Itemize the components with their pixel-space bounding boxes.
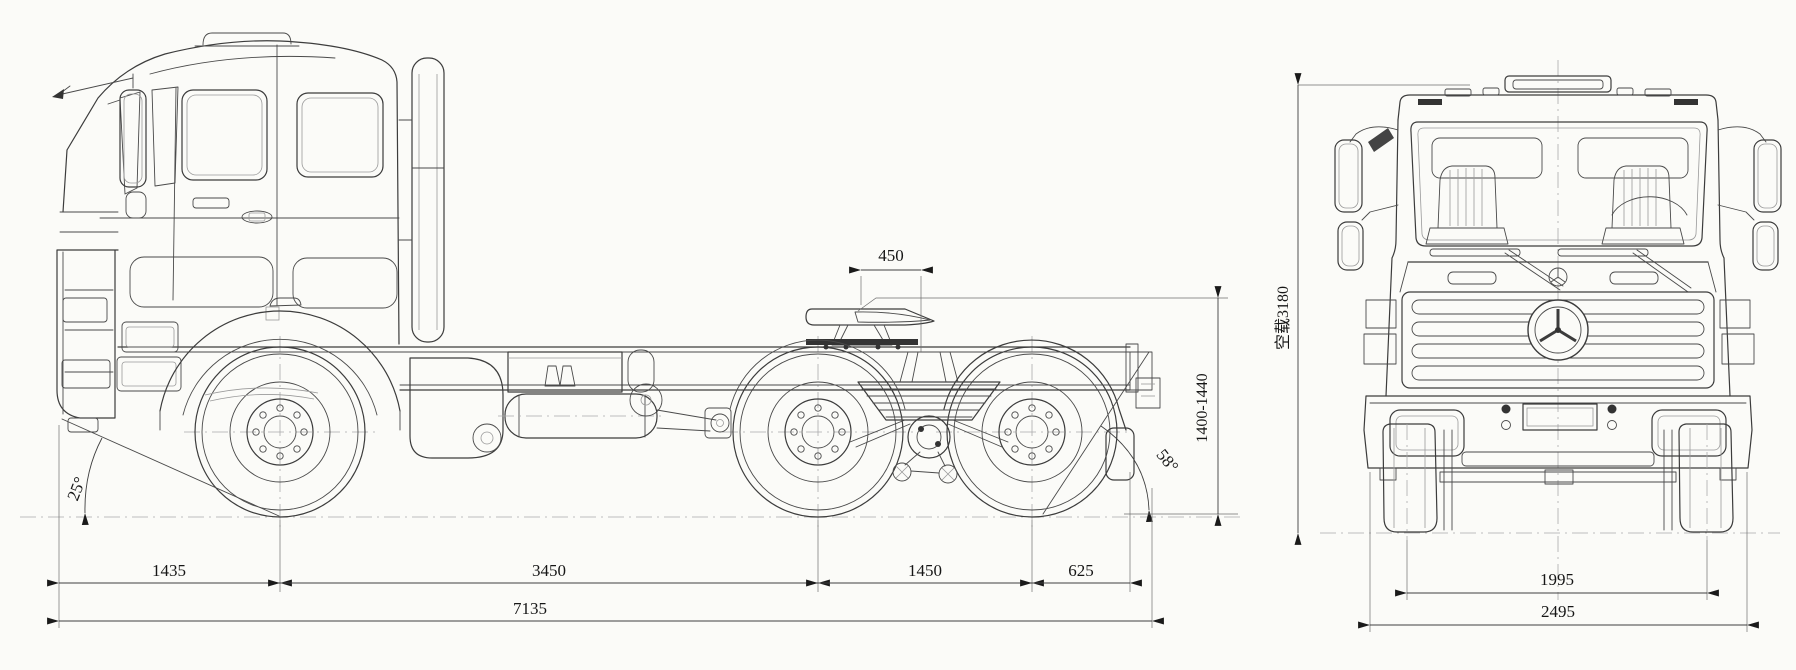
battery-box [507, 351, 623, 393]
cab-left-edge [1385, 119, 1399, 397]
dim-unladen-height-label: 空载3180 [1274, 286, 1292, 350]
dim-tandem-spacing-label: 1450 [908, 561, 942, 580]
rear-wheel-1 [721, 335, 915, 529]
grille [1401, 291, 1715, 389]
side-bottom-dims: 1435 3450 1450 625 7135 [47, 425, 1164, 628]
mirror-right [1717, 126, 1782, 271]
star-emblem [1539, 309, 1577, 343]
license-plate [1522, 403, 1598, 431]
exhaust-stack [398, 57, 445, 343]
dim-track-width-label: 1995 [1540, 570, 1574, 589]
dim-front-overhang-label: 1435 [152, 561, 186, 580]
departure-angle-label: 58° [1153, 445, 1183, 475]
front-bumper-front [1363, 395, 1753, 485]
dim-1400-1440-label: 1400-1440 [1194, 373, 1211, 442]
side-steps [1363, 299, 1755, 365]
dim-wheelbase-label: 3450 [532, 561, 566, 580]
rear-wheel-2 [935, 335, 1129, 529]
dim-450-label: 450 [878, 246, 904, 265]
front-roof [1397, 75, 1719, 121]
dim-height: 空载3180 [1274, 73, 1470, 545]
fog-lamp-left [1389, 409, 1465, 457]
fifth-wheel [805, 308, 935, 350]
departure-angle: 58° [1042, 351, 1183, 523]
steering-wheel [1611, 196, 1688, 216]
front-panel [1399, 261, 1717, 293]
fog-lamp-right [1651, 409, 1727, 457]
cab-side [62, 32, 400, 345]
mirror-left [1334, 126, 1399, 271]
wide-angle-mirror [1368, 128, 1394, 152]
front-tires [1382, 423, 1734, 540]
approach-angle-label: 25° [63, 474, 89, 503]
front-fender [159, 297, 401, 431]
front-view: 空载3180 1995 2495 [1274, 60, 1782, 632]
dim-rear-overhang-label: 625 [1068, 561, 1094, 580]
dim-overall-length-label: 7135 [513, 599, 547, 618]
dim-fifth-wheel-height: 1400-1440 [857, 286, 1238, 526]
cowl-wipers [1407, 248, 1709, 293]
chassis-frame [117, 343, 1153, 393]
chassis-equipment [204, 349, 732, 459]
front-bottom-dims: 1995 2495 [1358, 472, 1759, 632]
dim-fifth-wheel-offset: 450 [849, 246, 933, 352]
windshield [1410, 121, 1708, 247]
rear-suspension [849, 351, 1009, 484]
antenna [52, 77, 134, 99]
side-view: 25° 58° 450 1400-1440 1435 3 [20, 32, 1240, 628]
cab-right-edge [1717, 119, 1731, 397]
dim-overall-width-label: 2495 [1541, 602, 1575, 621]
front-bumper [56, 211, 182, 433]
rear-fenders [729, 339, 1161, 481]
air-tank [627, 349, 655, 393]
